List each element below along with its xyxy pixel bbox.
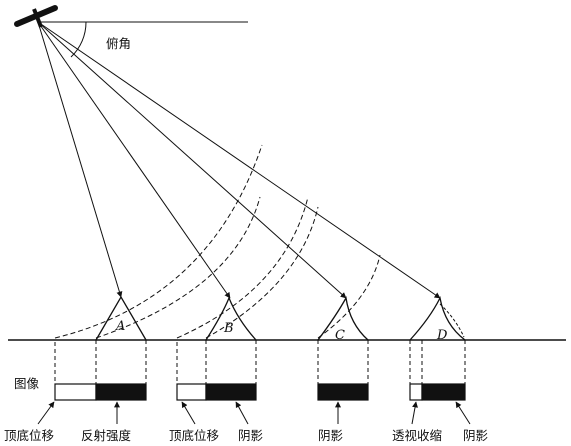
image-label: 图像 — [14, 376, 40, 391]
caption-shadow-c: 阴影 — [318, 428, 344, 443]
wavefront-4 — [205, 206, 319, 339]
strip-a-reflection — [95, 383, 147, 401]
wavefronts — [54, 144, 381, 339]
target-a — [95, 295, 147, 341]
image-strips — [54, 383, 466, 401]
target-c — [317, 296, 369, 341]
target-d-edge — [439, 303, 465, 338]
caption-shadow-b: 阴影 — [238, 428, 264, 443]
strip-b-displacement — [176, 383, 207, 401]
depression-angle-arc — [70, 21, 87, 58]
wavefront-3 — [176, 196, 309, 339]
radar-rays — [37, 21, 441, 299]
strip-d-shadow — [421, 383, 466, 401]
wavefront-2 — [95, 196, 261, 339]
wavefront-1 — [54, 144, 263, 339]
target-label-b: B — [223, 321, 234, 336]
ray-to-d — [37, 21, 441, 299]
target-b — [205, 296, 257, 341]
wavefront-5 — [317, 254, 381, 339]
target-label-d: D — [436, 328, 448, 343]
caption-foreshortening: 透视收缩 — [392, 428, 442, 443]
target-label-c: C — [335, 328, 345, 343]
ray-to-a — [37, 21, 123, 298]
strip-b-shadow — [205, 383, 257, 401]
target-peaks — [95, 295, 466, 341]
caption-arrows — [37, 401, 471, 425]
strip-c-shadow — [317, 383, 369, 401]
satellite-icon — [14, 5, 58, 28]
caption-displacement-a: 顶底位移 — [4, 428, 54, 443]
projection-lines — [54, 340, 466, 384]
target-d — [409, 295, 466, 341]
caption-reflection: 反射强度 — [81, 428, 132, 443]
ray-to-b — [37, 21, 231, 299]
bottom-captions: 顶底位移 反射强度 顶底位移 阴影 阴影 透视收缩 阴影 — [4, 428, 489, 443]
strip-d-foreshortening — [409, 383, 423, 401]
depression-angle-label: 俯角 — [106, 36, 131, 51]
strip-a-displacement — [54, 383, 97, 401]
ray-to-c — [37, 21, 347, 299]
caption-displacement-b: 顶底位移 — [169, 428, 219, 443]
caption-shadow-d: 阴影 — [463, 428, 489, 443]
target-label-a: A — [115, 319, 125, 334]
